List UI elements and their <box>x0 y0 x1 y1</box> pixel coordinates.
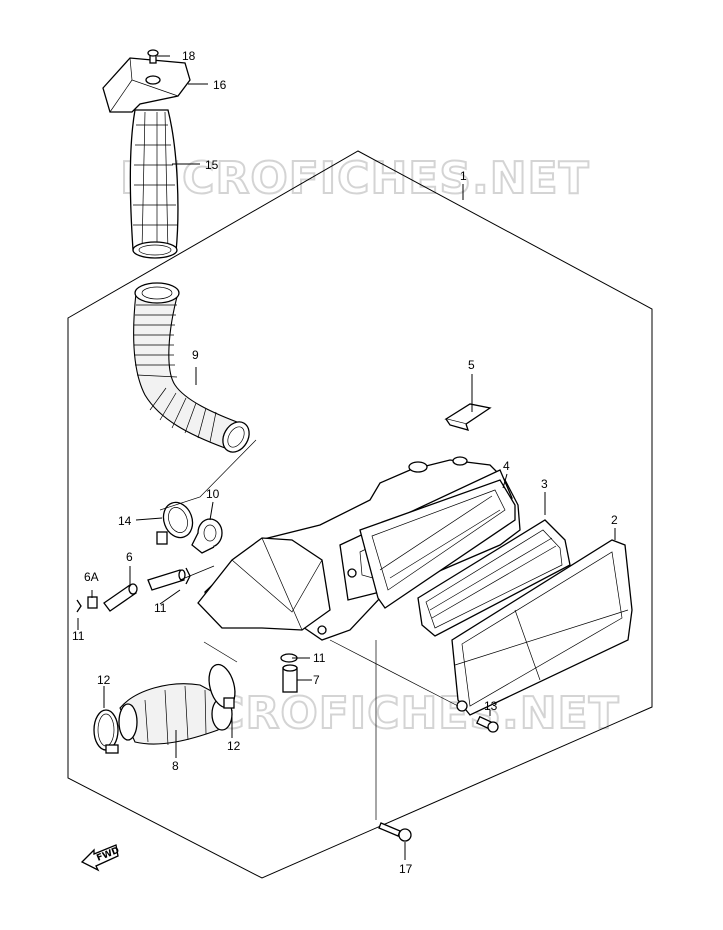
callout-14: 14 <box>118 514 132 528</box>
part-10-joint <box>191 518 223 554</box>
leader-lines <box>77 55 616 860</box>
part-6A-plug <box>87 596 98 609</box>
part-8-boot <box>118 683 233 746</box>
callout-5: 5 <box>468 358 475 372</box>
part-16-cap <box>102 57 191 113</box>
part-15-mesh-tube <box>129 109 179 259</box>
callout-6A: 6A <box>84 570 99 584</box>
callout-11-mid: 11 <box>154 601 167 615</box>
part-12-clamp-a <box>93 709 119 754</box>
callout-8: 8 <box>172 759 179 773</box>
callout-2: 2 <box>611 513 618 527</box>
callout-9: 9 <box>192 348 199 362</box>
callout-12-left: 12 <box>97 673 111 687</box>
assembly-boundary <box>67 150 653 879</box>
callout-6: 6 <box>126 550 133 564</box>
part-17-bolt <box>378 822 412 842</box>
callout-11-left: 11 <box>72 629 85 643</box>
callout-7: 7 <box>313 673 320 687</box>
part-9-intake-duct <box>133 282 250 453</box>
watermark-top: MICROFICHES.NET <box>120 153 590 204</box>
part-3-filter-frame <box>417 519 571 637</box>
fwd-arrow-icon: FWD <box>80 844 121 872</box>
part-6-hose <box>103 569 186 612</box>
callout-11-right: 11 <box>313 651 326 665</box>
callout-18: 18 <box>182 49 196 63</box>
part-2-cover <box>451 539 633 716</box>
part-7-bushing <box>282 664 298 693</box>
callout-10: 10 <box>206 487 220 501</box>
part-5-bracket <box>444 403 492 431</box>
callout-12-right: 12 <box>227 739 241 753</box>
callout-4: 4 <box>503 459 510 473</box>
part-14-clamp <box>156 501 194 545</box>
part-13-screw <box>476 715 499 733</box>
part-12-clamp-b <box>208 663 236 709</box>
callout-15: 15 <box>205 158 219 172</box>
callout-3: 3 <box>541 477 548 491</box>
callout-16: 16 <box>213 78 227 92</box>
part-18-screw <box>147 49 159 64</box>
callout-1: 1 <box>460 169 467 183</box>
part-4-filter-element <box>359 479 516 609</box>
callout-17: 17 <box>399 862 413 876</box>
callout-13: 13 <box>484 699 498 713</box>
